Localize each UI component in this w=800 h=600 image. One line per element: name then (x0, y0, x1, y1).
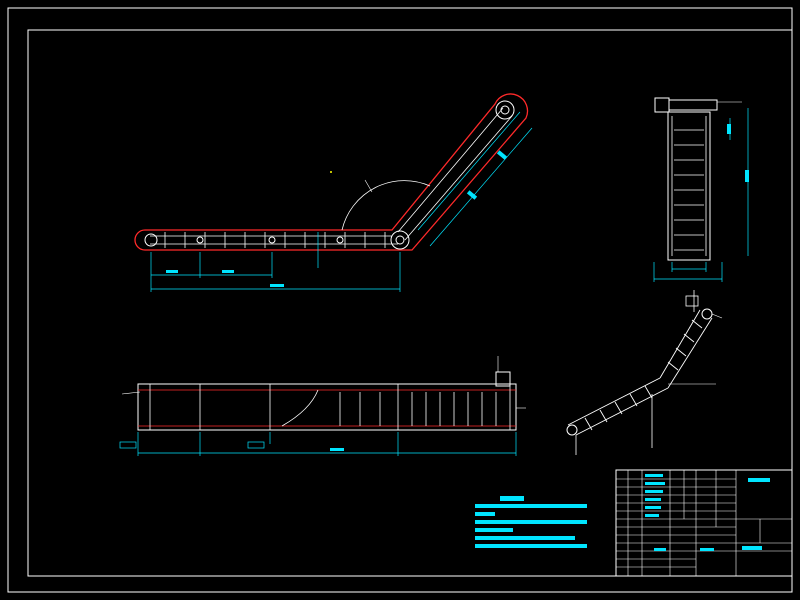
iso-tail-roller (566, 424, 578, 436)
title-block-frame (615, 469, 793, 577)
bend-roller (390, 230, 410, 250)
technical-notes (475, 496, 587, 548)
plan-base-label (247, 441, 265, 449)
support-roller (196, 236, 204, 244)
support-roller (336, 236, 344, 244)
plan-cross-members (149, 384, 511, 430)
dimension-text (745, 170, 749, 182)
notes-line (475, 512, 495, 516)
drive-shaft (668, 99, 718, 111)
notes-line (475, 504, 587, 508)
plan-transition-curve (281, 389, 319, 427)
side-slats (674, 129, 704, 251)
head-roller-hub (500, 105, 510, 115)
title-block (615, 469, 793, 577)
plan-view (119, 356, 526, 456)
belt-outline (134, 93, 529, 251)
dimension-marker (330, 171, 332, 173)
belt-inner-line (404, 115, 513, 241)
belt-slats (164, 232, 386, 248)
front-elevation-view (134, 93, 533, 292)
drive-motor (654, 97, 670, 113)
angle-leader (364, 179, 373, 193)
iso-head-roller (701, 308, 713, 320)
inner-frame (27, 29, 793, 577)
support-roller (268, 236, 276, 244)
bend-roller-hub (395, 235, 405, 245)
belt-inner-line (397, 107, 504, 233)
leader-line (121, 391, 141, 395)
head-roller (495, 100, 515, 120)
iso-leader (711, 313, 723, 319)
drawing-frame (7, 7, 793, 593)
dimension-text (727, 124, 731, 134)
front-dimensions (150, 111, 533, 292)
title-block-text (645, 474, 770, 551)
side-view (653, 97, 749, 282)
isometric-view (566, 290, 723, 455)
plan-base-label (119, 441, 137, 449)
dimension-texts (166, 150, 508, 287)
plan-frame (137, 383, 517, 431)
drive-roller (144, 233, 158, 247)
outer-frame (7, 7, 793, 593)
plan-motor (495, 371, 511, 387)
bend-angle-arc (341, 180, 431, 231)
dimension-text (330, 448, 344, 451)
plan-dimensions (137, 432, 517, 456)
notes-line (475, 520, 587, 524)
notes-line (475, 528, 513, 532)
notes-line (475, 536, 575, 540)
iso-motor (685, 295, 699, 307)
notes-heading (500, 496, 524, 501)
notes-line (475, 544, 587, 548)
side-frame (667, 111, 711, 261)
